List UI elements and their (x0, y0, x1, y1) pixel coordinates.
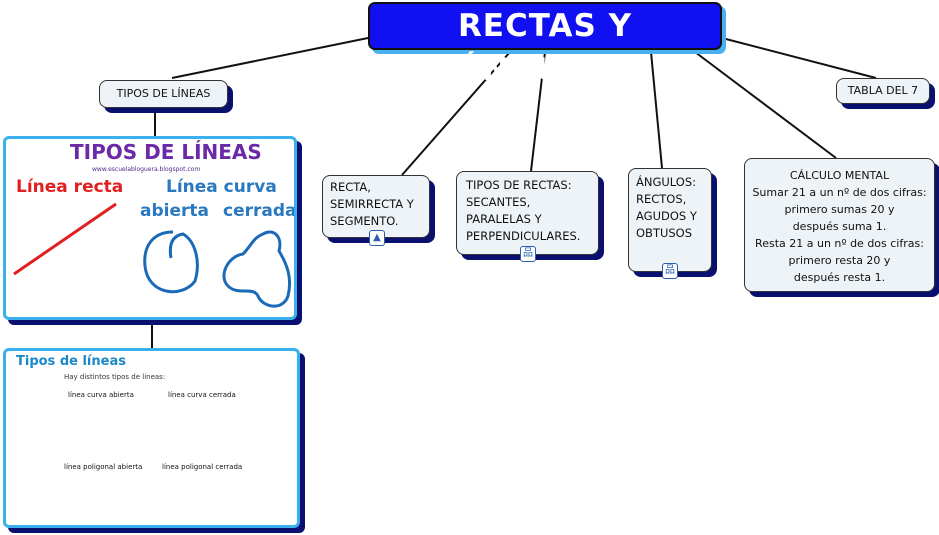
label-abierta: abierta (140, 201, 209, 221)
node-text: PERPENDICULARES. (466, 229, 581, 243)
image-tipos-de-lineas-2[interactable]: Tipos de líneas Hay distintos tipos de l… (3, 348, 300, 528)
label-poligonal-cerrada: línea poligonal cerrada (162, 463, 243, 471)
image-intro: Hay distintos tipos de líneas: (64, 373, 166, 381)
node-tabla-del-7[interactable]: TABLA DEL 7 (836, 78, 930, 104)
node-text: RECTA, (330, 180, 371, 194)
node-text: RECTOS, (636, 192, 687, 206)
label-cerrada: cerrada (223, 201, 297, 221)
node-text: SECANTES, (466, 195, 531, 209)
node-angulos[interactable]: ÁNGULOS: RECTOS, AGUDOS Y OBTUSOS 品 (628, 168, 712, 279)
concept-map-link-icon[interactable]: 品 (662, 263, 678, 279)
node-text: SEGMENTO. (330, 214, 399, 228)
node-text: CÁLCULO MENTAL (789, 169, 890, 182)
node-text: primero resta 20 y (788, 254, 891, 267)
node-text: Sumar 21 a un nº de dos cifras: (752, 186, 927, 199)
line-drawings (13, 202, 292, 308)
node-text: TIPOS DE RECTAS: (466, 178, 572, 192)
image-title: TIPOS DE LÍNEAS (70, 140, 262, 164)
label-poligonal-abierta: línea poligonal abierta (64, 463, 143, 471)
label-curva-cerrada: línea curva cerrada (168, 391, 236, 399)
concept-map-link-icon[interactable]: 品 (520, 246, 536, 262)
image-title: Tipos de líneas (16, 354, 126, 369)
node-text: primero sumas 20 y (784, 203, 895, 216)
node-text: AGUDOS Y (636, 209, 697, 223)
node-text: después suma 1. (792, 220, 887, 233)
image-resource-icon[interactable]: ▲ (369, 230, 385, 246)
node-recta[interactable]: RECTA, SEMIRRECTA Y SEGMENTO. ▲ (322, 175, 430, 246)
label-curva-abierta: línea curva abierta (68, 391, 134, 399)
main-topic-node[interactable]: RECTAS Y ÁNGULOS (368, 2, 722, 88)
image-tipos-de-lineas[interactable]: TIPOS DE LÍNEAS www.escuelabloguera.blog… (3, 136, 297, 320)
label-linea-curva: Línea curva (166, 177, 277, 197)
node-tipos-de-lineas[interactable]: TIPOS DE LÍNEAS (99, 80, 228, 108)
node-text: OBTUSOS (636, 226, 693, 240)
node-text: PARALELAS Y (466, 212, 542, 226)
node-calculo-mental[interactable]: CÁLCULO MENTAL Sumar 21 a un nº de dos c… (744, 158, 935, 292)
node-text: SEMIRRECTA Y (330, 197, 414, 211)
node-text: después resta 1. (793, 271, 886, 284)
node-tipos-de-rectas[interactable]: TIPOS DE RECTAS: SECANTES, PARALELAS Y P… (456, 171, 599, 262)
image-url-text: www.escuelabloguera.blogspot.com (92, 166, 201, 173)
label-linea-recta: Línea recta (16, 177, 124, 197)
node-text: ÁNGULOS: (636, 175, 697, 189)
node-text: Resta 21 a un nº de dos cifras: (755, 237, 924, 250)
